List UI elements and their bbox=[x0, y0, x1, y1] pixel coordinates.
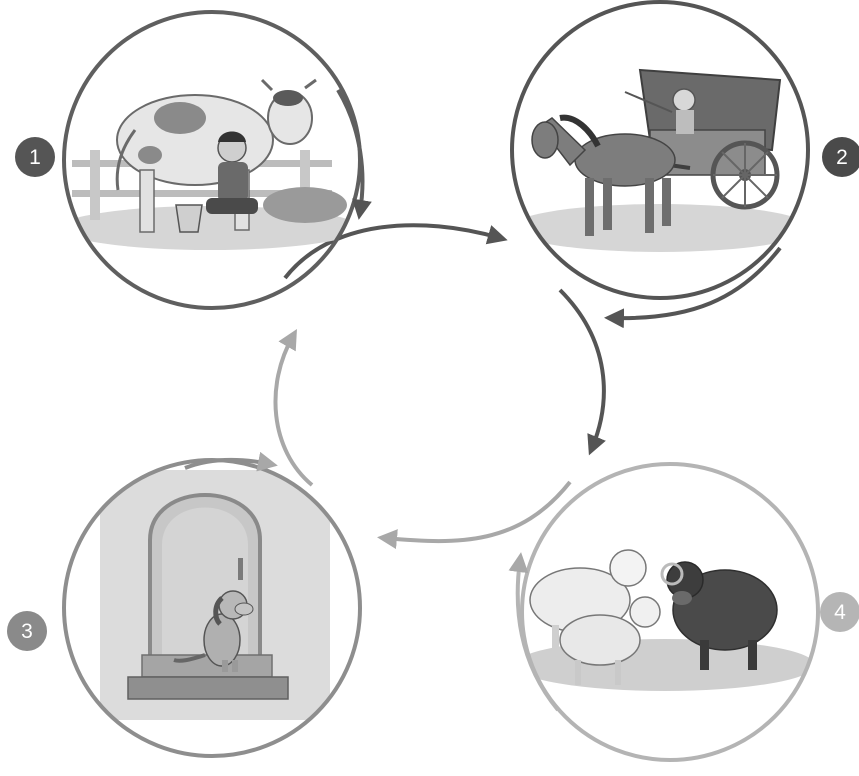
step-1-circle: 1 bbox=[15, 12, 362, 308]
step-2-number: 2 bbox=[836, 146, 848, 169]
step-2-ring-arrow bbox=[612, 248, 780, 318]
cycle-arrows bbox=[275, 225, 603, 541]
sheep-flock-illustration bbox=[515, 550, 815, 691]
step-2-badge: 2 bbox=[822, 137, 859, 177]
step-1-badge: 1 bbox=[15, 137, 55, 177]
arrow-4-to-3 bbox=[385, 482, 570, 541]
arrow-2-to-4 bbox=[560, 290, 604, 448]
step-4-badge: 4 bbox=[820, 592, 859, 632]
step-4-circle: 4 bbox=[515, 464, 859, 760]
step-3-number: 3 bbox=[21, 620, 33, 643]
step-2-circle: 2 bbox=[510, 2, 859, 318]
arrow-3-to-1 bbox=[275, 336, 312, 485]
step-1-number: 1 bbox=[29, 146, 41, 169]
cow-milking-illustration bbox=[60, 80, 360, 250]
dog-at-door-illustration bbox=[100, 470, 330, 720]
step-3-circle: 3 bbox=[7, 460, 360, 756]
step-4-number: 4 bbox=[834, 601, 846, 624]
horse-cart-illustration bbox=[510, 70, 810, 252]
step-3-badge: 3 bbox=[7, 611, 47, 651]
